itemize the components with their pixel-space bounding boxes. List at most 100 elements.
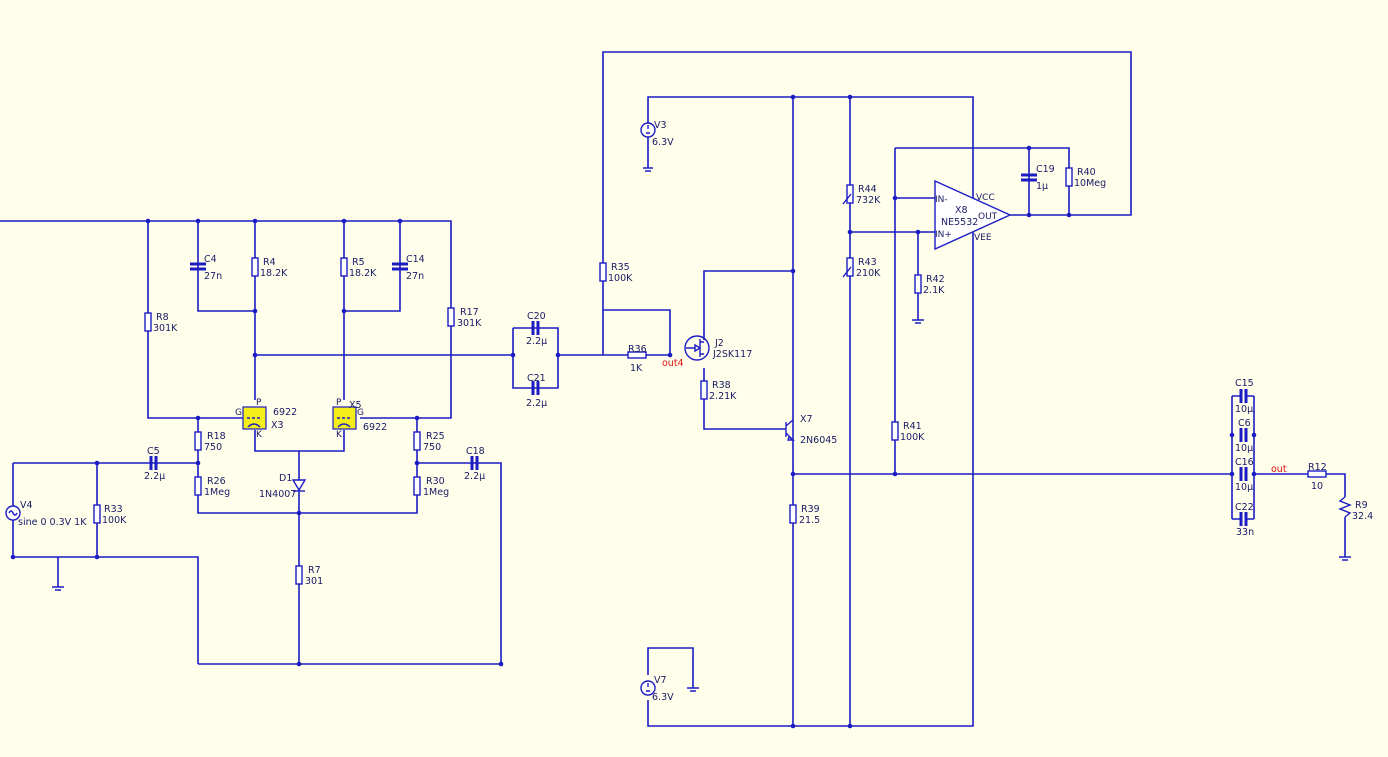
c14-val: 27n — [406, 271, 424, 282]
r18-val: 750 — [204, 442, 222, 453]
r40-val: 10Meg — [1074, 178, 1106, 189]
r8-ref: R8 — [156, 312, 169, 323]
r35-val: 100K — [608, 273, 633, 284]
c22-ref: C22 — [1235, 502, 1254, 513]
c18-val: 2.2µ — [464, 471, 485, 482]
r33-val: 100K — [102, 515, 127, 526]
j2-ref: J2 — [714, 338, 724, 349]
resistor-bodies — [93, 167, 1352, 585]
x8-pin-out: OUT — [978, 212, 998, 222]
x5-pin-k: K — [336, 430, 343, 440]
c15-val: 10µ — [1235, 404, 1253, 415]
diode-d1 — [291, 479, 307, 492]
opamp-x8 — [934, 179, 1012, 251]
x8-ref: X8 — [955, 205, 968, 216]
r9-ref: R9 — [1355, 500, 1368, 511]
c16-val: 10µ — [1235, 482, 1253, 493]
c20-val: 2.2µ — [526, 336, 547, 347]
r35-ref: R35 — [611, 262, 630, 273]
r9-val: 32.4 — [1352, 511, 1373, 522]
net-out: out — [1271, 464, 1287, 475]
r38-val: 2.21K — [709, 391, 737, 402]
v4-val: sine 0 0.3V 1K — [18, 517, 87, 528]
r5-val: 18.2K — [349, 268, 377, 279]
c19-ref: C19 — [1036, 164, 1055, 175]
voltage-sources — [5, 122, 656, 696]
r4-ref: R4 — [263, 257, 276, 268]
x5-val: 6922 — [363, 422, 387, 433]
c19-val: 1µ — [1036, 181, 1048, 192]
x5-pin-p: P — [336, 398, 342, 408]
r18-ref: R18 — [207, 431, 226, 442]
r41-val: 100K — [900, 432, 925, 443]
r39-val: 21.5 — [799, 515, 820, 526]
d1-ref: D1 — [279, 473, 292, 484]
tube-x3 — [242, 406, 267, 430]
j2-val: J2SK117 — [712, 349, 752, 360]
r8-val: 301K — [153, 323, 178, 334]
c20-ref: C20 — [527, 311, 546, 322]
x5-pin-g: G — [357, 408, 364, 418]
r42-val: 2.1K — [923, 285, 945, 296]
wires — [0, 51, 1346, 727]
d1-val: 1N4007 — [259, 489, 296, 500]
r12-val: 10 — [1311, 481, 1323, 492]
x5-ref: X5 — [349, 400, 362, 411]
r25-ref: R25 — [426, 431, 445, 442]
r7-val: 301 — [305, 576, 323, 587]
c5-ref: C5 — [147, 446, 160, 457]
junction-dots — [10, 94, 1257, 729]
r7-ref: R7 — [308, 565, 321, 576]
c18-ref: C18 — [466, 446, 485, 457]
r26-ref: R26 — [207, 476, 226, 487]
r43-val: 210K — [856, 268, 881, 279]
capacitor-plates — [149, 173, 1254, 526]
r40-ref: R40 — [1077, 167, 1096, 178]
r12-ref: R12 — [1308, 462, 1327, 473]
x8-pin-inp: IN+ — [935, 230, 952, 240]
r36-ref: R36 — [628, 344, 647, 355]
bjt-x7 — [785, 419, 796, 441]
r44-ref: R44 — [858, 184, 877, 195]
x8-pin-vcc: VCC — [976, 193, 995, 203]
c15-ref: C15 — [1235, 378, 1254, 389]
c6-val: 10µ — [1235, 443, 1253, 454]
v4-ref: V4 — [20, 500, 33, 511]
x3-pin-k: K — [256, 430, 263, 440]
r38-ref: R38 — [712, 380, 731, 391]
r30-ref: R30 — [426, 476, 445, 487]
r33-ref: R33 — [104, 504, 123, 515]
r30-val: 1Meg — [423, 487, 449, 498]
c21-ref: C21 — [527, 373, 546, 384]
r17-ref: R17 — [460, 307, 479, 318]
v3-val: 6.3V — [652, 137, 674, 148]
r39-ref: R39 — [801, 504, 820, 515]
c4-val: 27n — [204, 271, 222, 282]
c16-ref: C16 — [1235, 457, 1254, 468]
c22-val: 33n — [1236, 527, 1254, 538]
r25-val: 750 — [423, 442, 441, 453]
c6-ref: C6 — [1238, 418, 1251, 429]
x8-pin-vee: VEE — [974, 233, 992, 243]
r41-ref: R41 — [903, 421, 922, 432]
x3-val: 6922 — [273, 407, 297, 418]
c4-ref: C4 — [204, 254, 217, 265]
net-out4: out4 — [662, 358, 684, 369]
r44-val: 732K — [856, 195, 881, 206]
labels: R8 301K C4 27n R4 18.2K R5 18.2K C14 27n… — [18, 120, 1373, 703]
x3-pin-p: P — [256, 398, 262, 408]
x8-val: NE5532 — [941, 217, 978, 228]
c21-val: 2.2µ — [526, 398, 547, 409]
r5-ref: R5 — [352, 257, 365, 268]
ground-symbols — [52, 167, 1351, 692]
x3-pin-g: G — [235, 408, 242, 418]
x7-val: 2N6045 — [800, 435, 837, 446]
v7-ref: V7 — [654, 675, 667, 686]
r4-val: 18.2K — [260, 268, 288, 279]
r26-val: 1Meg — [204, 487, 230, 498]
x7-ref: X7 — [800, 414, 813, 425]
r43-ref: R43 — [858, 257, 877, 268]
x8-pin-inm: IN- — [935, 195, 948, 205]
tube-x5 — [332, 406, 357, 430]
